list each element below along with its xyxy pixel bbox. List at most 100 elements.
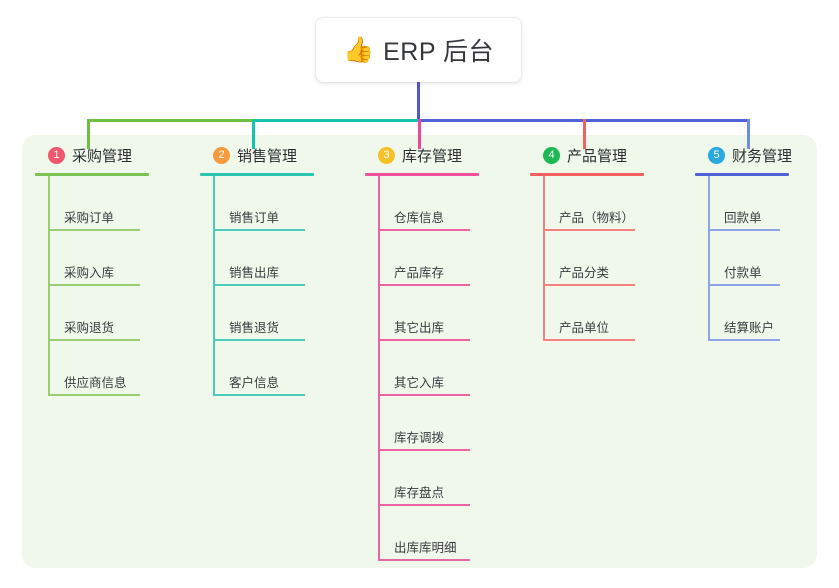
- leaf-rule: [48, 394, 140, 396]
- leaf-list-4: 产品（物料） 产品分类产品单位: [530, 176, 680, 341]
- leaf-item[interactable]: 产品分类: [530, 231, 680, 286]
- column-badge-3: 3: [378, 146, 395, 164]
- leaf-rule: [48, 229, 140, 231]
- leaf-rule: [378, 504, 470, 506]
- column-4: 4 产品管理产品（物料） 产品分类产品单位: [530, 143, 680, 341]
- leaf-rule: [543, 229, 635, 231]
- leaf-spine-4: [543, 176, 545, 341]
- leaf-item[interactable]: 其它出库: [365, 286, 515, 341]
- leaf-label: 其它入库: [394, 375, 445, 390]
- column-rule-1: [35, 173, 149, 176]
- column-badge-4: 4: [543, 146, 560, 164]
- leaf-rule: [543, 284, 635, 286]
- column-header-5[interactable]: 5 财务管理: [695, 143, 825, 167]
- leaf-item[interactable]: 采购订单: [35, 176, 185, 231]
- leaf-rule: [543, 339, 635, 341]
- leaf-item[interactable]: 销售出库: [200, 231, 350, 286]
- root-node[interactable]: 👍 ERP 后台: [316, 18, 521, 82]
- leaf-rule: [708, 284, 780, 286]
- leaf-item[interactable]: 采购退货: [35, 286, 185, 341]
- column-rule-5: [695, 173, 789, 176]
- leaf-label: 产品库存: [394, 265, 445, 280]
- leaf-item[interactable]: 产品库存: [365, 231, 515, 286]
- leaf-rule: [213, 229, 305, 231]
- leaf-item[interactable]: 库存调拨: [365, 396, 515, 451]
- leaf-item[interactable]: 库存盘点: [365, 451, 515, 506]
- leaf-item[interactable]: 采购入库: [35, 231, 185, 286]
- leaf-item[interactable]: 回款单: [695, 176, 825, 231]
- leaf-label: 销售出库: [229, 265, 280, 280]
- column-title-4: 产品管理: [567, 147, 628, 165]
- leaf-label: 付款单: [724, 265, 762, 280]
- leaf-label: 出库库明细: [394, 540, 457, 555]
- leaf-item[interactable]: 供应商信息: [35, 341, 185, 396]
- column-header-1[interactable]: 1 采购管理: [35, 143, 185, 167]
- leaf-label: 回款单: [724, 210, 762, 225]
- leaf-rule: [378, 449, 470, 451]
- leaf-rule: [378, 559, 470, 561]
- root-title: ERP 后台: [383, 38, 495, 66]
- column-rule-3: [365, 173, 479, 176]
- drop-inventory: [418, 119, 421, 149]
- leaf-label: 结算账户: [724, 320, 775, 335]
- leaf-spine-1: [48, 176, 50, 396]
- leaf-rule: [708, 229, 780, 231]
- leaf-item[interactable]: 产品（物料）: [530, 176, 680, 231]
- column-badge-5: 5: [708, 146, 725, 164]
- drop-sales: [252, 119, 255, 149]
- leaf-label: 采购入库: [64, 265, 115, 280]
- leaf-spine-5: [708, 176, 710, 341]
- leaf-label: 采购退货: [64, 320, 115, 335]
- leaf-label: 客户信息: [229, 375, 280, 390]
- column-title-2: 销售管理: [237, 147, 298, 165]
- leaf-list-1: 采购订单采购入库采购退货供应商信息: [35, 176, 185, 396]
- thumbs-up-icon: 👍: [342, 35, 375, 64]
- leaf-label: 产品（物料）: [559, 210, 635, 225]
- leaf-list-3: 仓库信息产品库存其它出库其它入库库存调拨库存盘点出库库明细: [365, 176, 515, 561]
- column-header-4[interactable]: 4 产品管理: [530, 143, 680, 167]
- column-badge-1: 1: [48, 146, 65, 164]
- leaf-item[interactable]: 仓库信息: [365, 176, 515, 231]
- leaf-rule: [213, 394, 305, 396]
- leaf-rule: [378, 339, 470, 341]
- column-5: 5 财务管理回款单付款单结算账户: [695, 143, 825, 341]
- leaf-item[interactable]: 出库库明细: [365, 506, 515, 561]
- leaf-label: 供应商信息: [64, 375, 127, 390]
- leaf-rule: [48, 339, 140, 341]
- leaf-item[interactable]: 结算账户: [695, 286, 825, 341]
- leaf-item[interactable]: 客户信息: [200, 341, 350, 396]
- connector-bar-teal: [252, 119, 420, 122]
- leaf-label: 产品分类: [559, 265, 610, 280]
- column-rule-4: [530, 173, 644, 176]
- drop-purchasing: [87, 119, 90, 149]
- leaf-rule: [378, 284, 470, 286]
- column-title-5: 财务管理: [732, 147, 793, 165]
- column-1: 1 采购管理采购订单采购入库采购退货供应商信息: [35, 143, 185, 396]
- leaf-label: 采购订单: [64, 210, 115, 225]
- leaf-rule: [708, 339, 780, 341]
- leaf-rule: [213, 339, 305, 341]
- leaf-item[interactable]: 产品单位: [530, 286, 680, 341]
- connector-trunk: [417, 82, 420, 122]
- leaf-item[interactable]: 付款单: [695, 231, 825, 286]
- leaf-label: 库存盘点: [394, 485, 445, 500]
- leaf-spine-3: [378, 176, 380, 561]
- leaf-item[interactable]: 销售退货: [200, 286, 350, 341]
- leaf-list-2: 销售订单销售出库销售退货客户信息: [200, 176, 350, 396]
- leaf-rule: [378, 229, 470, 231]
- drop-finance: [747, 119, 750, 149]
- leaf-spine-2: [213, 176, 215, 396]
- leaf-label: 其它出库: [394, 320, 445, 335]
- leaf-rule: [213, 284, 305, 286]
- leaf-rule: [378, 394, 470, 396]
- leaf-label: 销售退货: [229, 320, 280, 335]
- column-title-1: 采购管理: [72, 147, 133, 165]
- branch-panel: [22, 135, 817, 568]
- leaf-label: 销售订单: [229, 210, 280, 225]
- leaf-item[interactable]: 销售订单: [200, 176, 350, 231]
- leaf-item[interactable]: 其它入库: [365, 341, 515, 396]
